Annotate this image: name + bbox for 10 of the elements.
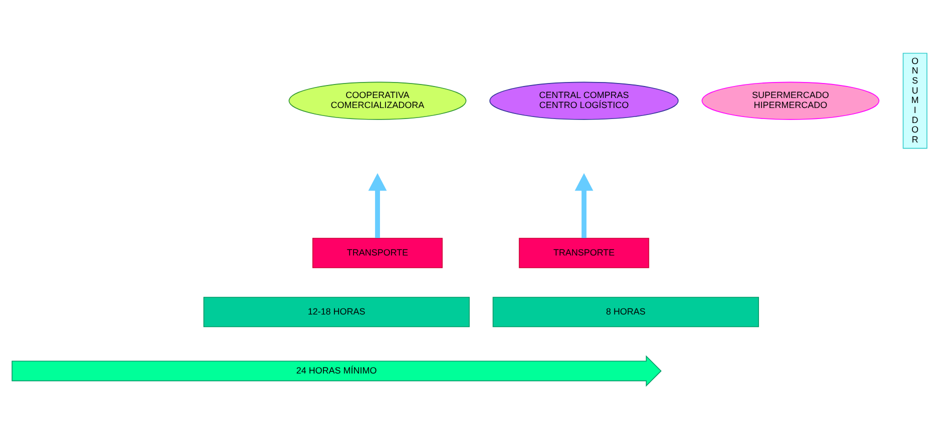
node-box: TRANSPORTE: [312, 237, 443, 268]
node-box: O N S U M I D O R: [902, 52, 928, 148]
node-box: 8 HORAS: [492, 296, 759, 327]
arrow: [368, 172, 387, 238]
node-box: 12-18 HORAS: [203, 296, 470, 327]
node-ellipse: SUPERMERCADO HIPERMERCADO: [702, 81, 880, 120]
arrow: [574, 172, 594, 238]
node-box: TRANSPORTE: [518, 237, 650, 268]
node-ellipse: CENTRAL COMPRAS CENTRO LOGÍSTICO: [489, 81, 679, 120]
node-ellipse: COOPERATIVA COMERCIALIZADORA: [288, 81, 466, 120]
